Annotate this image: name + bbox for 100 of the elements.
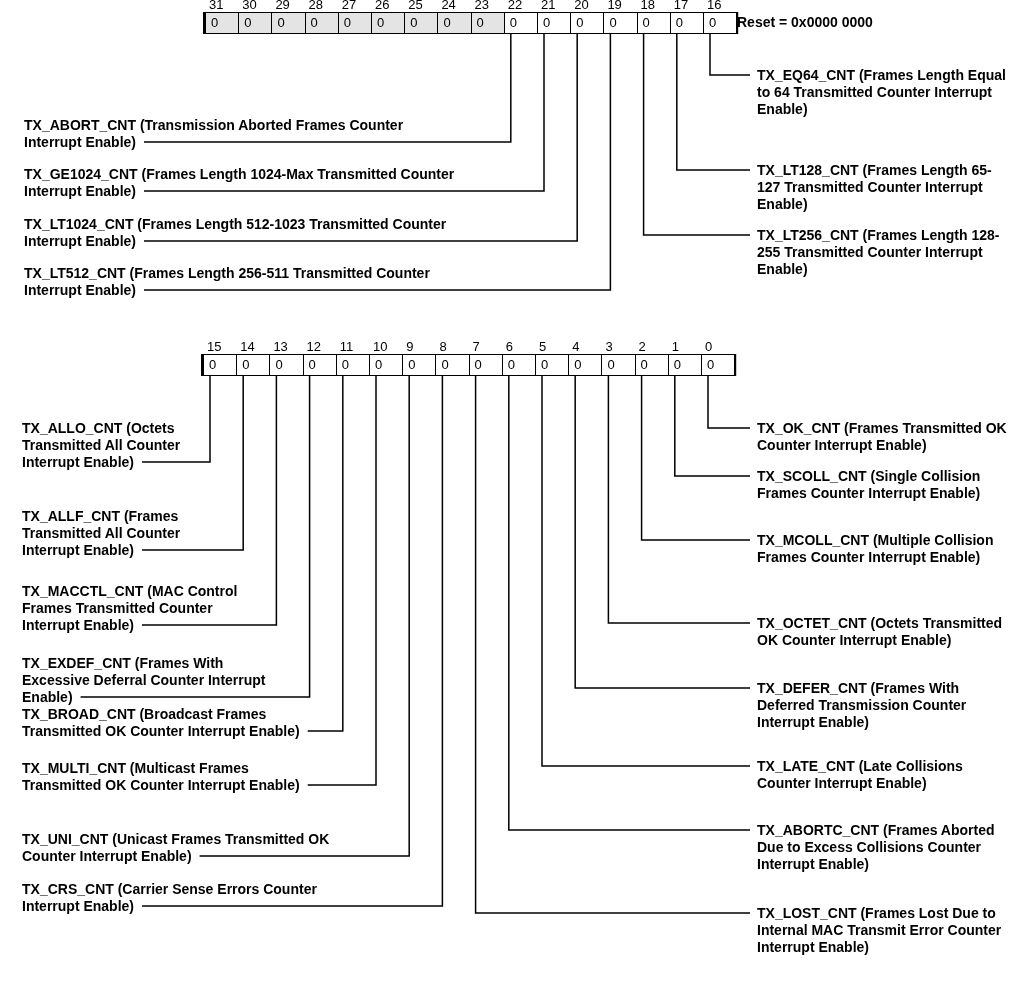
bit-field-cell: 0 [203, 354, 237, 376]
leader-line [306, 375, 377, 786]
bit-field-cell: 0 [269, 354, 303, 376]
reset-value-note: Reset = 0x0000 0000 [737, 14, 873, 30]
bit-field-cell: 0 [669, 12, 703, 34]
field-description: TX_OCTET_CNT (Octets Transmitted OK Counter Interrupt Enable) [757, 615, 1012, 649]
bit-field-cell: 0 [437, 12, 471, 34]
leader-line [198, 375, 410, 857]
leader-line [141, 375, 211, 463]
bit-number: 6 [504, 340, 515, 354]
field-description: TX_LT256_CNT (Frames Length 128-255 Transmitted Counter Interrupt Enable) [757, 227, 1012, 278]
leader-line [141, 375, 444, 907]
field-description: TX_ALLF_CNT (Frames Transmitted All Counter Interrupt Enable) [22, 508, 207, 559]
bit-number: 22 [506, 0, 524, 12]
leader-line [640, 375, 751, 541]
bit-field-cell: 0 [701, 354, 735, 376]
leader-line [141, 375, 278, 626]
field-description: TX_DEFER_CNT (Frames With Deferred Transmission Counter Interrupt Enable) [757, 680, 1012, 731]
leader-line [707, 375, 751, 429]
field-description: TX_CRS_CNT (Carrier Sense Errors Counter Interrupt Enable) [22, 881, 322, 915]
field-description: TX_UNI_CNT (Unicast Frames Transmitted OK Counter Interrupt Enable) [22, 831, 352, 865]
bit-number: 20 [573, 0, 590, 12]
bit-number: 21 [540, 0, 557, 12]
bit-field-cell: 0 [501, 354, 535, 376]
bit-number: 5 [538, 340, 548, 354]
field-description: TX_GE1024_CNT (Frames Length 1024-Max Transmitted Counter Interrupt Enable) [24, 166, 464, 200]
bit-number: 10 [372, 340, 389, 354]
bit-number: 31 [208, 0, 225, 12]
bit-field-cell: 0 [634, 354, 668, 376]
bit-field-cell: 0 [468, 354, 502, 376]
field-description: TX_SCOLL_CNT (Single Collision Frames Counter Interrupt Enable) [757, 468, 1012, 502]
bit-number: 15 [206, 340, 223, 354]
leader-line [143, 33, 512, 143]
bit-field-cell: 0 [636, 12, 670, 34]
leader-line [143, 33, 545, 192]
field-description: TX_LT1024_CNT (Frames Length 512-1023 Transmitted Counter Interrupt Enable) [24, 216, 464, 250]
bit-field-cell: 0 [236, 354, 270, 376]
bit-number: 4 [571, 340, 581, 354]
bit-number: 27 [340, 0, 358, 12]
bit-field-cell: 0 [335, 354, 369, 376]
leader-line [79, 375, 311, 698]
bit-number: 24 [440, 0, 457, 12]
field-description: TX_EXDEF_CNT (Frames With Excessive Deferral Counter Interrupt Enable) [22, 655, 272, 706]
field-description: TX_LATE_CNT (Late Collisions Counter Interrupt Enable) [757, 758, 1012, 792]
bit-number: 7 [471, 340, 481, 354]
field-description: TX_ABORT_CNT (Transmission Aborted Frames Counter Interrupt Enable) [24, 117, 464, 151]
leader-line [607, 375, 751, 624]
bit-field-cell: 0 [404, 12, 438, 34]
field-description: TX_MCOLL_CNT (Multiple Collision Frames Counter Interrupt Enable) [757, 532, 1012, 566]
bit-number: 9 [405, 340, 415, 354]
leader-line [474, 375, 751, 914]
bit-number: 3 [604, 340, 614, 354]
leader-line [143, 33, 612, 291]
bit-number: 16 [706, 0, 723, 12]
bit-field-cell: 0 [304, 12, 338, 34]
bit-number: 0 [704, 340, 714, 354]
field-description: TX_ALLO_CNT (Octets Transmitted All Counter Interrupt Enable) [22, 420, 202, 471]
leader-line [574, 375, 751, 689]
bit-number: 1 [670, 340, 681, 354]
leader-line [141, 375, 244, 551]
bit-field-cell: 0 [537, 12, 571, 34]
bit-number: 25 [407, 0, 424, 12]
bit-number: 29 [274, 0, 291, 12]
bit-field-cell: 0 [535, 354, 569, 376]
leader-line [642, 33, 751, 236]
leader-line [674, 375, 751, 477]
bit-number: 19 [606, 0, 623, 12]
bit-number: 23 [473, 0, 491, 12]
bit-number: 17 [672, 0, 690, 12]
bit-field-cell: 0 [271, 12, 305, 34]
leader-line [306, 375, 344, 732]
bit-field-cell: 0 [603, 12, 637, 34]
field-description: TX_BROAD_CNT (Broadcast Frames Transmitted OK Counter Interrupt Enable) [22, 706, 322, 740]
field-description: TX_LT512_CNT (Frames Length 256-511 Transmitted Counter Interrupt Enable) [24, 265, 464, 299]
field-description: TX_ABORTC_CNT (Frames Aborted Due to Excess Collisions Counter Interrupt Enable) [757, 822, 1012, 873]
bit-number: 18 [639, 0, 657, 12]
bit-field-cell: 0 [302, 354, 336, 376]
bit-number: 12 [305, 340, 323, 354]
bit-number: 2 [637, 340, 647, 354]
bit-field-cell: 0 [503, 12, 537, 34]
bit-field-cell: 0 [435, 354, 469, 376]
bit-field-cell: 0 [238, 12, 272, 34]
bit-number: 8 [438, 340, 448, 354]
field-description: TX_OK_CNT (Frames Transmitted OK Counter Interrupt Enable) [757, 420, 1012, 454]
bit-field-cell: 0 [570, 12, 604, 34]
leader-line [676, 33, 751, 171]
bit-field-cell: 0 [337, 12, 371, 34]
bit-field-cell: 0 [470, 12, 504, 34]
bit-field-cell: 0 [667, 354, 701, 376]
bit-field-cell: 0 [371, 12, 405, 34]
leader-line [143, 33, 578, 242]
bit-field-cell: 0 [369, 354, 403, 376]
leader-line [508, 375, 751, 831]
bit-number: 26 [374, 0, 391, 12]
bit-field-cell: 0 [402, 354, 436, 376]
field-description: TX_LOST_CNT (Frames Lost Due to Internal MAC Transmit Error Counter Interrupt Enable) [757, 905, 1012, 956]
field-description: TX_EQ64_CNT (Frames Length Equal to 64 Transmitted Counter Interrupt Enable) [757, 67, 1012, 118]
field-description: TX_LT128_CNT (Frames Length 65-127 Transmitted Counter Interrupt Enable) [757, 162, 1012, 213]
field-description: TX_MULTI_CNT (Multicast Frames Transmitted OK Counter Interrupt Enable) [22, 760, 332, 794]
bit-number: 28 [307, 0, 325, 12]
